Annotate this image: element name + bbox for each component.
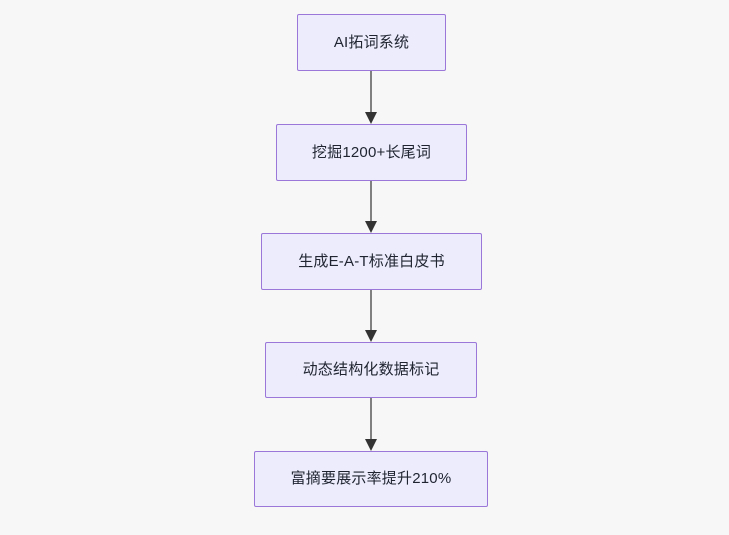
flowchart-node-n1[interactable]: AI拓词系统 xyxy=(297,14,446,71)
flowchart-node-n3[interactable]: 生成E-A-T标准白皮书 xyxy=(261,233,482,290)
flowchart-node-n5[interactable]: 富摘要展示率提升210% xyxy=(254,451,488,507)
flowchart-node-n2[interactable]: 挖掘1200+长尾词 xyxy=(276,124,467,181)
edge-n3-n4 xyxy=(359,290,383,342)
flowchart-node-label: AI拓词系统 xyxy=(333,33,410,51)
flowchart-node-label: 富摘要展示率提升210% xyxy=(290,470,452,487)
flowchart-node-n4[interactable]: 动态结构化数据标记 xyxy=(265,342,477,398)
flowchart-node-label: 生成E-A-T标准白皮书 xyxy=(298,252,445,270)
flowchart-node-label: 动态结构化数据标记 xyxy=(302,361,440,378)
edge-n2-n3 xyxy=(359,181,383,233)
edge-n4-n5 xyxy=(359,398,383,451)
edge-n1-n2 xyxy=(359,71,383,124)
flowchart-node-label: 挖掘1200+长尾词 xyxy=(311,143,432,161)
